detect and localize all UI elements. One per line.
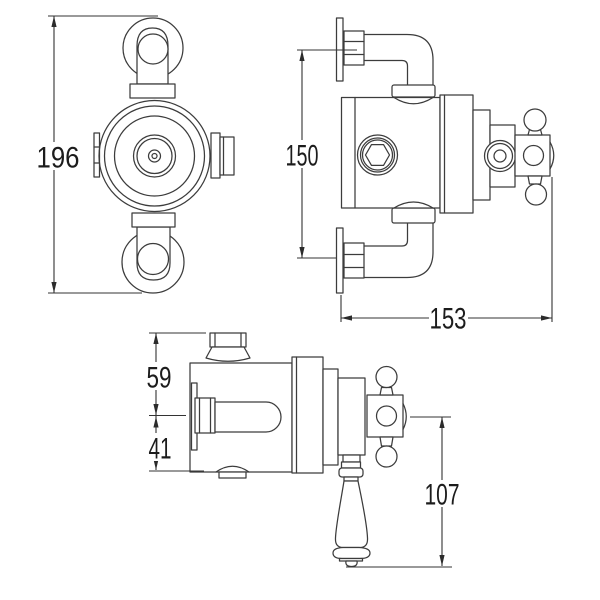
- side-valve-body: [340, 96, 441, 209]
- dimension-label-107: 107: [425, 479, 460, 512]
- side-bottom-pipe-boss: [391, 207, 436, 224]
- front-outlet-connector: [210, 132, 235, 179]
- side-bottom-inlet-pipe: [343, 221, 434, 279]
- front-view: [93, 17, 235, 294]
- lever-handle: [332, 454, 371, 568]
- side-bottom-wall-plate: [335, 227, 344, 294]
- dimension-153: 153: [340, 177, 553, 336]
- front-valve-body: [98, 99, 211, 213]
- dimension-label-41: 41: [149, 433, 172, 466]
- dimension-label-196: 196: [37, 142, 80, 175]
- side-cross-handle: [514, 108, 555, 206]
- dimension-107: 107: [346, 416, 461, 568]
- side-top-inlet-pipe: [343, 30, 434, 87]
- top-view: [189, 332, 407, 568]
- dimension-41: 41: [147, 416, 204, 472]
- top-cross-handle: [366, 365, 407, 468]
- side-cartridge-housing: [439, 94, 517, 214]
- front-bottom-bracket: [121, 212, 185, 294]
- side-view: [335, 17, 555, 294]
- side-top-pipe-boss: [391, 84, 436, 98]
- top-outlet-nut: [194, 397, 216, 434]
- dimension-150: 150: [284, 49, 357, 259]
- top-outlet-spout: [214, 401, 282, 433]
- dimension-label-150: 150: [286, 140, 319, 173]
- dimension-59: 59: [145, 332, 206, 470]
- dimension-196: 196: [36, 15, 158, 294]
- front-top-bracket: [122, 17, 184, 99]
- dimension-label-59: 59: [147, 362, 172, 395]
- top-port-stub: [205, 332, 251, 362]
- dimension-label-153: 153: [430, 303, 467, 336]
- top-bottom-stub: [215, 465, 250, 479]
- top-cartridge-housing: [291, 356, 366, 474]
